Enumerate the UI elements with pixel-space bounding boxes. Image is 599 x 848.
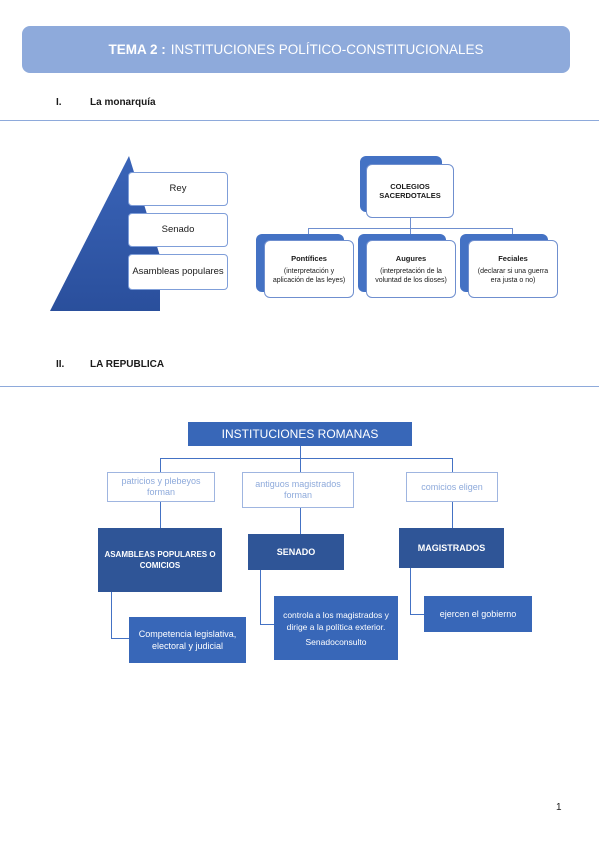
rep-elbow-left-h xyxy=(111,638,129,639)
instituciones-romanas-box: INSTITUCIONES ROMANAS xyxy=(188,422,412,446)
senado-box: SENADO xyxy=(248,534,344,570)
section-2-rule xyxy=(0,386,599,387)
rep-elbow-right-h xyxy=(410,614,424,615)
magistrados-detail-text: ejercen el gobierno xyxy=(439,609,517,619)
rep-connector-horizontal xyxy=(160,458,453,459)
branch-label-asambleas: patricios y plebeyos forman xyxy=(107,472,215,502)
pontifices-title: Pontífices xyxy=(291,253,327,263)
rep-elbow-center-h xyxy=(260,624,274,625)
feciales-box: Feciales (declarar si una guerra era jus… xyxy=(468,240,558,298)
feciales-desc: (declarar si una guerra era justa o no) xyxy=(477,267,549,284)
magistrados-label: MAGISTRADOS xyxy=(417,543,486,553)
rep-connector-right-2 xyxy=(452,502,453,528)
title-banner: TEMA 2 : INSTITUCIONES POLÍTICO-CONSTITU… xyxy=(22,26,570,73)
asambleas-populares-label: ASAMBLEAS POPULARES O COMICIOS xyxy=(104,550,216,570)
rep-elbow-center-v xyxy=(260,570,261,624)
section-2-number: II. xyxy=(56,359,65,370)
asambleas-detail-text: Competencia legislativa, electoral y jud… xyxy=(138,629,237,651)
tema-title: INSTITUCIONES POLÍTICO-CONSTITUCIONALES xyxy=(170,42,484,57)
section-1-title: La monarquía xyxy=(90,97,156,108)
feciales-title: Feciales xyxy=(498,253,528,263)
senadoconsulto-text: Senadoconsulto xyxy=(305,636,367,647)
pyramid-level-asambleas: Asambleas populares xyxy=(128,254,228,290)
colegios-root-label: COLEGIOS SACERDOTALES xyxy=(379,182,441,200)
rep-elbow-left-v xyxy=(111,592,112,638)
rep-connector-left-2 xyxy=(160,502,161,528)
section-1-number: I. xyxy=(56,97,62,108)
section-2-title: LA REPUBLICA xyxy=(90,359,165,370)
augures-title: Augures xyxy=(395,253,427,263)
rep-connector-center xyxy=(300,458,301,472)
rep-elbow-right-v xyxy=(410,568,411,614)
senado-detail-text: controla a los magistrados y dirige a la… xyxy=(283,609,389,632)
asambleas-detail-box: Competencia legislativa, electoral y jud… xyxy=(129,617,246,663)
asambleas-populares-box: ASAMBLEAS POPULARES O COMICIOS xyxy=(98,528,222,592)
pyramid-level-rey: Rey xyxy=(128,172,228,206)
section-1-rule xyxy=(0,120,599,121)
senado-label: SENADO xyxy=(276,547,316,557)
rep-connector-root xyxy=(300,446,301,458)
colegios-root-box: COLEGIOS SACERDOTALES xyxy=(366,164,454,218)
pontifices-desc: (interpretación y aplicación de las leye… xyxy=(272,267,346,284)
magistrados-box: MAGISTRADOS xyxy=(399,528,504,568)
rep-connector-right xyxy=(452,458,453,472)
connector-vertical xyxy=(410,218,411,228)
instituciones-romanas-label: INSTITUCIONES ROMANAS xyxy=(221,427,379,441)
tema-label: TEMA 2 : xyxy=(108,42,166,57)
pontifices-box: Pontífices (interpretación y aplicación … xyxy=(264,240,354,298)
pyramid-level-senado: Senado xyxy=(128,213,228,247)
augures-desc: (interpretación de la voluntad de los di… xyxy=(375,267,447,284)
branch-label-senado: antiguos magistrados forman xyxy=(242,472,354,508)
magistrados-detail-box: ejercen el gobierno xyxy=(424,596,532,632)
senado-detail-box: controla a los magistrados y dirige a la… xyxy=(274,596,398,660)
page-number: 1 xyxy=(556,802,562,813)
rep-connector-left xyxy=(160,458,161,472)
branch-label-magistrados: comicios eligen xyxy=(406,472,498,502)
augures-box: Augures (interpretación de la voluntad d… xyxy=(366,240,456,298)
rep-connector-center-2 xyxy=(300,508,301,534)
